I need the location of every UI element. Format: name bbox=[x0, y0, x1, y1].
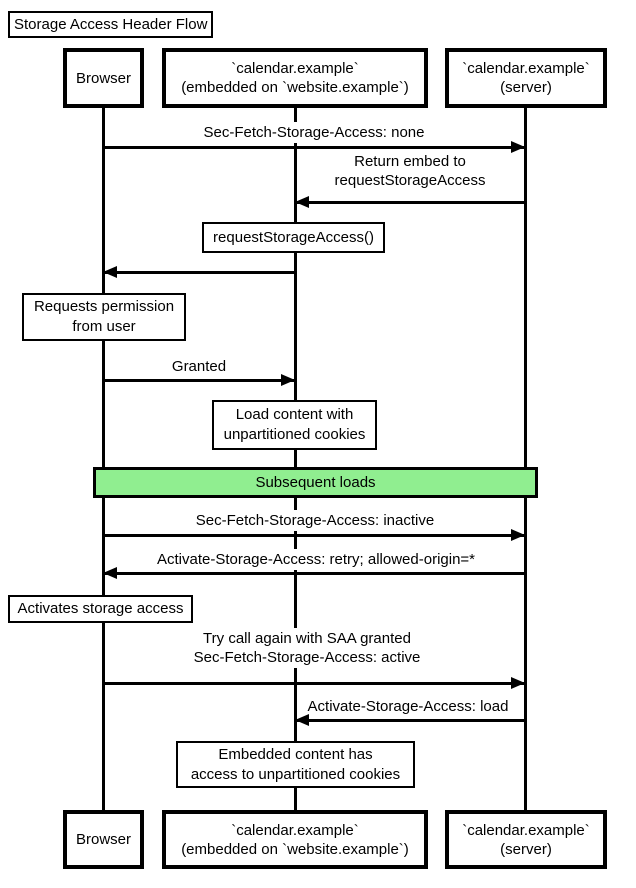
message-label-line: Try call again with SAA granted bbox=[203, 630, 411, 647]
band-label: Subsequent loads bbox=[255, 474, 376, 491]
actor-embedded-label-line2: (embedded on `website.example`) bbox=[181, 840, 409, 858]
actor-server-label-line2: (server) bbox=[500, 840, 552, 858]
note-text-line: Load content with bbox=[235, 406, 354, 423]
message-label-sec-fetch-none: Sec-Fetch-Storage-Access: none bbox=[199, 122, 429, 143]
message-arrow-activate-retry bbox=[103, 567, 525, 579]
note-requests-permission: Requests permission from user bbox=[22, 293, 186, 341]
diagram-title-text: Storage Access Header Flow bbox=[14, 16, 208, 33]
note-load-content: Load content with unpartitioned cookies bbox=[212, 400, 377, 450]
actor-embedded-bottom: `calendar.example` (embedded on `website… bbox=[162, 810, 428, 869]
actor-server-label-line1: `calendar.example` bbox=[462, 821, 590, 839]
note-request-storage-access: requestStorageAccess() bbox=[202, 222, 385, 253]
note-text-line: from user bbox=[72, 318, 136, 335]
lifeline-server bbox=[523, 106, 527, 812]
actor-server-label-line2: (server) bbox=[500, 79, 552, 96]
message-label-activate-load: Activate-Storage-Access: load bbox=[303, 696, 513, 717]
message-arrow-sec-fetch-none bbox=[103, 141, 525, 153]
actor-embedded-top: `calendar.example` (embedded on `website… bbox=[162, 48, 428, 108]
lifeline-embedded bbox=[293, 106, 297, 812]
message-label-line: Return embed to bbox=[354, 153, 466, 170]
message-label-line: Sec-Fetch-Storage-Access: active bbox=[193, 649, 421, 666]
actor-server-top: `calendar.example` (server) bbox=[445, 48, 607, 108]
message-arrow-sec-fetch-inactive bbox=[103, 529, 525, 541]
actor-browser-top: Browser bbox=[63, 48, 144, 108]
actor-server-bottom: `calendar.example` (server) bbox=[445, 810, 607, 869]
message-arrow-return-embed bbox=[295, 196, 525, 208]
note-text-line: access to unpartitioned cookies bbox=[190, 765, 401, 783]
message-label-activate-retry: Activate-Storage-Access: retry; allowed-… bbox=[152, 549, 480, 570]
note-embedded-content: Embedded content has access to unpartiti… bbox=[176, 741, 415, 788]
diagram-title: Storage Access Header Flow bbox=[8, 11, 214, 38]
actor-server-label-line1: `calendar.example` bbox=[462, 60, 590, 77]
message-label-sec-fetch-inactive: Sec-Fetch-Storage-Access: inactive bbox=[191, 510, 439, 531]
message-arrow-activate-load bbox=[295, 714, 525, 726]
note-text: Activates storage access bbox=[17, 600, 184, 617]
note-text-line: unpartitioned cookies bbox=[223, 426, 366, 443]
note-activates-storage-access: Activates storage access bbox=[8, 595, 193, 623]
actor-browser-label: Browser bbox=[75, 69, 131, 87]
message-label-line: requestStorageAccess bbox=[334, 172, 486, 189]
message-label-return-embed: Return embed to requestStorageAccess bbox=[330, 151, 490, 191]
actor-browser-bottom: Browser bbox=[63, 810, 144, 869]
actor-embedded-label-line1: `calendar.example` bbox=[231, 821, 359, 839]
lifeline-browser bbox=[101, 106, 105, 812]
actor-browser-label: Browser bbox=[75, 831, 131, 848]
message-label-granted: Granted bbox=[167, 356, 231, 377]
note-text-line: Embedded content has bbox=[218, 745, 373, 763]
message-arrow-granted bbox=[103, 374, 295, 386]
actor-embedded-label-line1: `calendar.example` bbox=[231, 60, 359, 77]
band-subsequent-loads: Subsequent loads bbox=[93, 467, 538, 498]
message-arrow-try-again bbox=[103, 677, 525, 689]
note-text: requestStorageAccess() bbox=[213, 228, 374, 246]
message-label-try-again: Try call again with SAA granted Sec-Fetc… bbox=[189, 628, 425, 668]
message-arrow-embed-to-browser bbox=[103, 266, 295, 278]
note-text-line: Requests permission bbox=[33, 298, 175, 315]
actor-embedded-label-line2: (embedded on `website.example`) bbox=[181, 79, 409, 96]
